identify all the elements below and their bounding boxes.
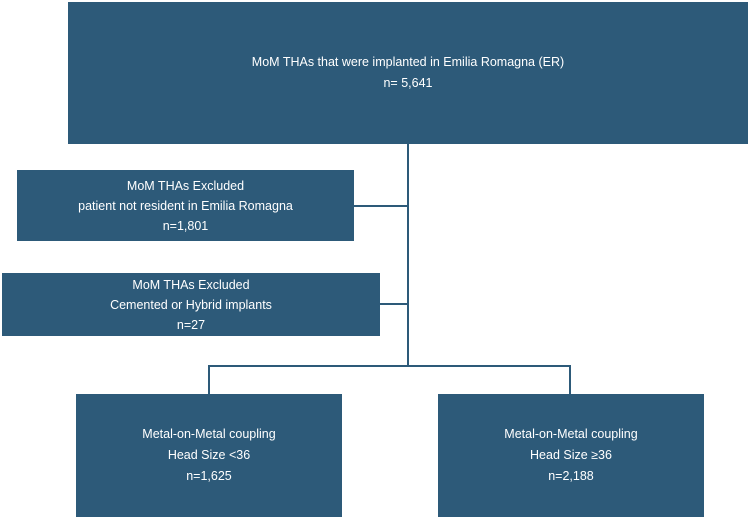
exclusion-nonresident-box: MoM THAs Excluded patient not resident i… [17,170,354,241]
total-implants-title: MoM THAs that were implanted in Emilia R… [251,55,565,69]
exclusion-nonresident-reason: patient not resident in Emilia Romagna [78,198,293,213]
connector-split-horizontal [208,365,571,367]
head-size-large-label: Head Size ≥36 [530,448,612,462]
connector-exclusion-1 [354,205,408,207]
exclusion-cemented-title: MoM THAs Excluded [132,277,250,292]
connector-left-drop [208,365,210,394]
exclusion-cemented-box: MoM THAs Excluded Cemented or Hybrid imp… [2,273,380,336]
exclusion-nonresident-title: MoM THAs Excluded [126,178,245,193]
exclusion-nonresident-count: n=1,801 [162,218,209,233]
total-implants-box: MoM THAs that were implanted in Emilia R… [68,2,748,144]
exclusion-cemented-reason: Cemented or Hybrid implants [110,297,272,312]
head-size-small-box: Metal-on-Metal coupling Head Size <36 n=… [76,394,342,517]
exclusion-cemented-count: n=27 [176,317,206,332]
head-size-small-label: Head Size <36 [167,448,251,462]
head-size-large-count: n=2,188 [548,469,594,483]
head-size-small-coupling: Metal-on-Metal coupling [142,427,276,441]
connector-right-drop [569,365,571,394]
total-implants-count: n= 5,641 [383,76,433,90]
connector-main-vertical [407,144,409,366]
head-size-large-box: Metal-on-Metal coupling Head Size ≥36 n=… [438,394,704,517]
head-size-small-count: n=1,625 [186,469,232,483]
connector-exclusion-2 [380,303,408,305]
head-size-large-coupling: Metal-on-Metal coupling [504,427,638,441]
